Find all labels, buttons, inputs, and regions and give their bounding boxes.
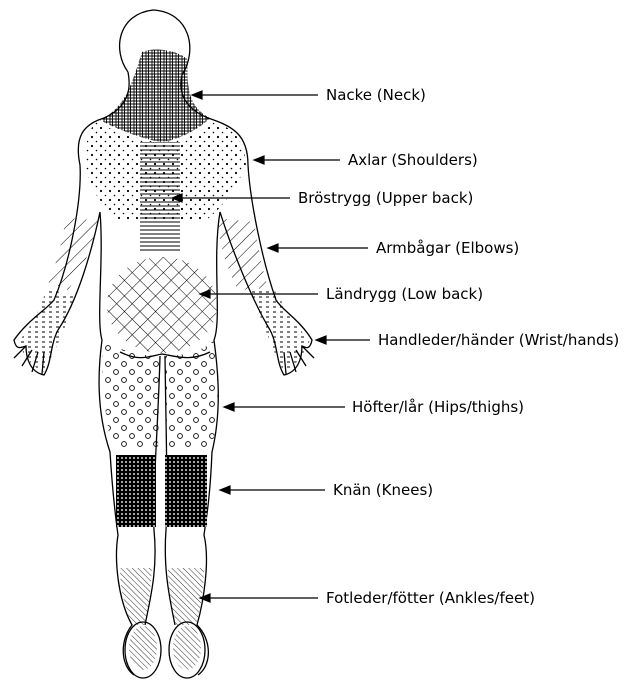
arrow-neck xyxy=(192,91,318,99)
label-knees: Knän (Knees) xyxy=(333,481,433,499)
labels: Nacke (Neck) Axlar (Shoulders) Bröstrygg… xyxy=(298,86,619,607)
label-elbows: Armbågar (Elbows) xyxy=(376,239,519,257)
arrow-elbows xyxy=(268,244,368,252)
arrow-shoulders xyxy=(254,156,340,164)
region-elbow-right xyxy=(216,218,268,290)
region-foot-right xyxy=(173,626,201,670)
region-knee-right xyxy=(165,455,207,527)
region-hips-right xyxy=(165,340,218,448)
region-knee-left xyxy=(116,455,156,527)
label-upper-back: Bröstrygg (Upper back) xyxy=(298,189,473,207)
hatched-regions xyxy=(18,50,310,670)
region-ankle-left xyxy=(120,568,152,625)
region-hips-left xyxy=(102,340,160,448)
label-low-back: Ländrygg (Low back) xyxy=(326,285,483,303)
label-shoulders: Axlar (Shoulders) xyxy=(348,151,478,169)
arrow-hips xyxy=(224,403,345,411)
arrow-knees xyxy=(220,486,325,494)
label-hips: Höfter/lår (Hips/thighs) xyxy=(352,398,524,416)
label-wrists: Handleder/händer (Wrist/hands) xyxy=(378,331,619,349)
region-foot-left xyxy=(129,626,157,670)
arrow-ankles xyxy=(200,594,318,602)
region-elbow-left xyxy=(48,218,98,290)
label-neck: Nacke (Neck) xyxy=(326,86,426,104)
arrow-wrists xyxy=(316,336,370,344)
region-low-back xyxy=(107,257,217,353)
region-wrist-right xyxy=(250,290,310,372)
label-ankles: Fotleder/fötter (Ankles/feet) xyxy=(326,589,535,607)
